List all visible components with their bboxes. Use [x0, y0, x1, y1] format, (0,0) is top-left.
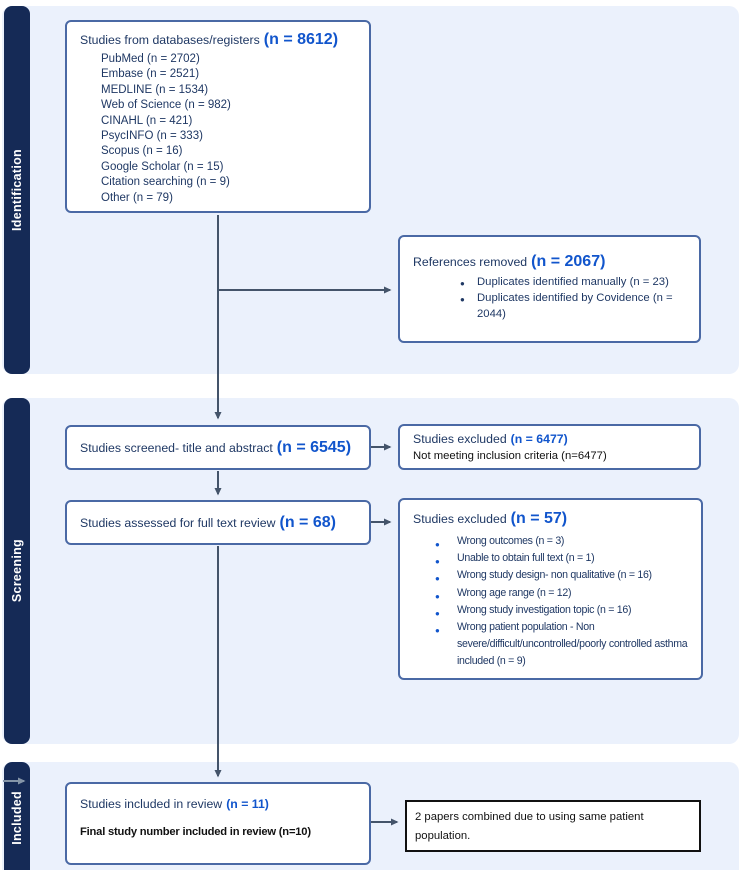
final-study-number: Final study number included in review (n… [80, 826, 311, 838]
combined-note-box: 2 papers combined due to using same pati… [405, 800, 701, 852]
excluded-fulltext-list-item: Wrong study design- non qualitative (n =… [435, 567, 693, 587]
databases-list-item: Google Scholar (n = 15) [101, 160, 224, 173]
excluded-fulltext-box: Studies excluded(n = 57) Wrong outcomes … [398, 498, 703, 680]
databases-title: Studies from databases/registers [80, 33, 260, 47]
combined-note-text: 2 papers combined due to using same pati… [415, 811, 644, 842]
databases-list-item: PsycINFO (n = 333) [101, 130, 203, 143]
assessed-box: Studies assessed for full text review(n … [65, 500, 371, 545]
excluded-fulltext-title: Studies excluded [413, 512, 507, 526]
included-review-count: (n = 11) [226, 797, 269, 811]
identification-label: Identification [10, 149, 24, 231]
assessed-title: Studies assessed for full text review [80, 515, 276, 530]
references-removed-count: (n = 2067) [531, 253, 606, 270]
sidebar-identification: Identification [4, 6, 30, 374]
excluded-screening-note: Not meeting inclusion criteria (n=6477) [413, 450, 607, 462]
excluded-fulltext-list-item: Wrong age range (n = 12) [435, 585, 693, 605]
excluded-fulltext-list-item: Unable to obtain full text (n = 1) [435, 550, 693, 570]
databases-list-item: CINAHL (n = 421) [101, 114, 193, 127]
excluded-screening-title: Studies excluded [413, 432, 507, 446]
included-review-title: Studies included in review [80, 797, 223, 811]
excluded-fulltext-list-item: Wrong study investigation topic (n = 16) [435, 602, 693, 622]
databases-list-item: PubMed (n = 2702) [101, 53, 200, 65]
screened-box: Studies screened- title and abstract(n =… [65, 425, 371, 470]
databases-list-item: MEDLINE (n = 1534) [101, 83, 209, 96]
excluded-screening-count: (n = 6477) [510, 432, 568, 446]
databases-list-item: Other (n = 79) [101, 191, 173, 204]
excluded-screening-box: Studies excluded(n = 6477) Not meeting i… [398, 424, 701, 470]
sidebar-screening: Screening [4, 398, 30, 744]
included-review-box: Studies included in review(n = 11) Final… [65, 782, 371, 865]
databases-box: Studies from databases/registers(n = 861… [65, 20, 371, 213]
excluded-fulltext-list: Wrong outcomes (n = 3)Unable to obtain f… [413, 533, 693, 671]
screened-count: (n = 6545) [276, 438, 352, 456]
sidebar-included: Included [4, 762, 30, 870]
excluded-fulltext-list-item: Wrong outcomes (n = 3) [435, 533, 693, 553]
assessed-count: (n = 68) [279, 513, 336, 531]
references-removed-title: References removed [413, 255, 528, 269]
databases-list-item: Web of Science (n = 982) [101, 99, 231, 112]
databases-list-item: Embase (n = 2521) [101, 68, 200, 81]
databases-list: PubMed (n = 2702) Embase (n = 2521) MEDLIN… [80, 52, 361, 206]
excluded-fulltext-count: (n = 57) [510, 510, 568, 527]
excluded-fulltext-list-item: Wrong patient population - Non severe/di… [435, 619, 693, 671]
references-removed-list: Duplicates identified manually (n = 23)D… [413, 275, 691, 322]
screening-label: Screening [10, 539, 24, 603]
databases-list-item: Scopus (n = 16) [101, 145, 183, 158]
databases-list-item: Citation searching (n = 9) [101, 176, 230, 189]
included-label: Included [10, 791, 24, 845]
references-removed-box: References removed(n = 2067) Duplicates … [398, 235, 701, 343]
references-removed-list-item: Duplicates identified by Covidence (n = … [460, 291, 691, 323]
screened-title: Studies screened- title and abstract [80, 440, 273, 455]
references-removed-list-item: Duplicates identified manually (n = 23) [460, 275, 691, 292]
databases-count: (n = 8612) [263, 31, 339, 48]
